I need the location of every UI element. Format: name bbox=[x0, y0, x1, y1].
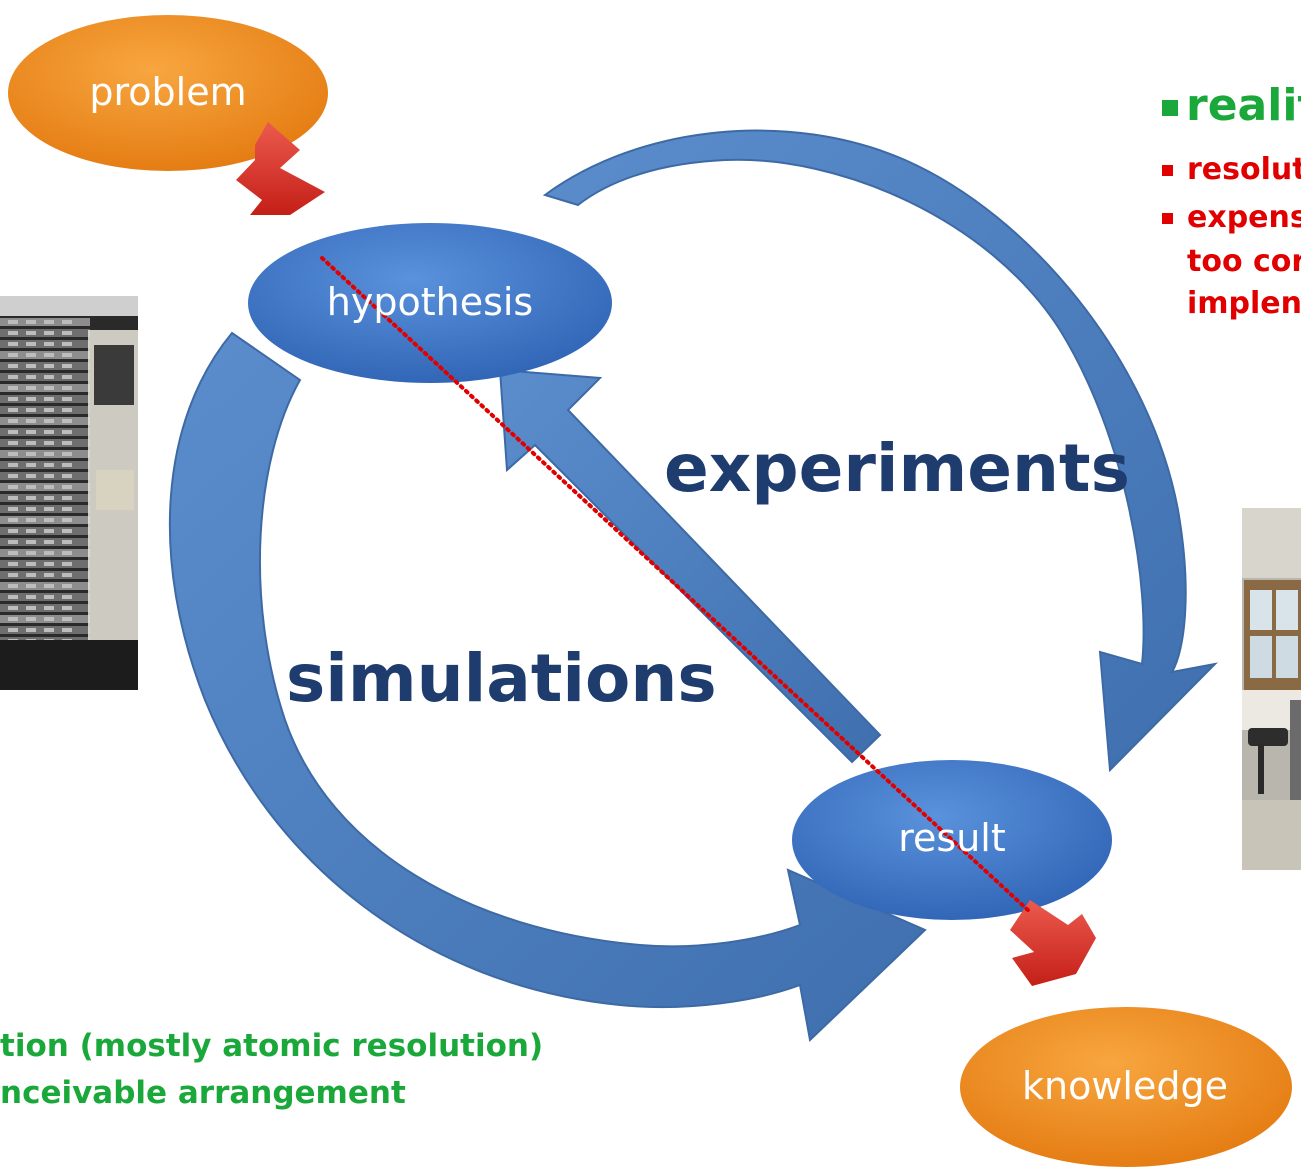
right-note-1: resolut bbox=[1162, 152, 1301, 187]
right-note-3: too cor bbox=[1187, 244, 1301, 279]
problem-node bbox=[8, 15, 328, 171]
lab-room-photo bbox=[1242, 508, 1301, 870]
problem-to-hypothesis-arrow bbox=[236, 122, 325, 215]
bullet-square-icon bbox=[1162, 165, 1173, 176]
simulations-label: simulations bbox=[286, 640, 717, 717]
knowledge-node bbox=[960, 1007, 1292, 1167]
bullet-square-icon bbox=[1162, 100, 1178, 116]
left-note-2: nceivable arrangement bbox=[0, 1075, 406, 1111]
hypothesis-label: hypothesis bbox=[326, 280, 534, 324]
bullet-square-icon bbox=[1162, 213, 1173, 224]
result-to-knowledge-arrow bbox=[1010, 900, 1096, 986]
server-rack-photo bbox=[0, 296, 138, 690]
knowledge-label: knowledge bbox=[1022, 1064, 1228, 1108]
dotted-connector-line bbox=[320, 256, 1032, 914]
right-note-4: implen bbox=[1187, 286, 1301, 321]
right-note-2: expens bbox=[1162, 200, 1301, 235]
hypothesis-node bbox=[248, 223, 612, 383]
experiments-label: experiments bbox=[664, 430, 1130, 507]
experiments-arrow bbox=[542, 129, 1218, 773]
left-note-1: tion (mostly atomic resolution) bbox=[0, 1028, 544, 1064]
right-notes-heading: realit bbox=[1162, 80, 1301, 131]
problem-label: problem bbox=[89, 70, 247, 114]
simulations-arrow bbox=[168, 331, 927, 1043]
result-to-hypothesis-arrow bbox=[498, 368, 882, 764]
result-label: result bbox=[898, 816, 1006, 860]
